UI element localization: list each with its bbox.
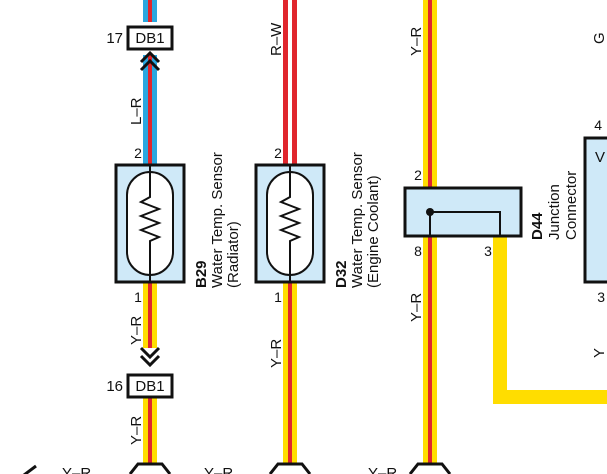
pin-number: 2: [274, 145, 282, 161]
connector-label: DB1: [135, 378, 164, 395]
connector-db1-top: DB1 17: [106, 25, 174, 72]
wire-d44: [423, 0, 607, 474]
wire-label: Y–R: [204, 465, 233, 474]
wire-label: Y–R: [128, 316, 145, 345]
connector-pin: 16: [106, 378, 123, 395]
pin-number: 3: [484, 243, 492, 259]
pin-number: 4: [594, 117, 602, 133]
pin-number: 3: [597, 289, 605, 305]
component-name: Connector: [563, 171, 580, 240]
pin-number: 1: [274, 289, 282, 305]
pin-number: 2: [134, 145, 142, 161]
wire-label: Y–R: [408, 293, 425, 322]
wire-label: Y–R: [408, 27, 425, 56]
pin-number: 1: [134, 289, 142, 305]
pin-number: 2: [414, 167, 422, 183]
right-edge-component: G 4 V 3 Y: [583, 32, 607, 358]
component-name: (Radiator): [225, 221, 242, 288]
wire-label: Y–R: [268, 339, 285, 368]
connector-label: DB1: [135, 30, 164, 47]
connector-db1-bottom: DB1 16: [106, 346, 174, 399]
component-code: B29: [193, 260, 210, 288]
wire-d32: [283, 0, 297, 474]
connector-pin: 17: [106, 30, 123, 47]
component-code: D44: [529, 212, 546, 240]
component-name: Junction: [546, 184, 563, 240]
wire-label: Y–R: [128, 416, 145, 445]
pin-number: 8: [414, 243, 422, 259]
wire-label: Y–R: [368, 465, 397, 474]
component-name: Water Temp. Sensor: [349, 152, 366, 288]
edge-label: Y: [591, 348, 607, 358]
wire-label: L–R: [128, 97, 145, 125]
sensor-b29: 2 1 B29 Water Temp. Sensor (Radiator): [114, 145, 242, 305]
component-code: D32: [333, 260, 350, 288]
sensor-d32: 2 1 D32 Water Temp. Sensor (Engine Coola…: [254, 145, 382, 305]
junction-connector-d44: 2 8 3 D44 Junction Connector: [403, 167, 580, 259]
edge-label: V: [595, 149, 605, 166]
component-name: Water Temp. Sensor: [209, 152, 226, 288]
wire-b29: [143, 0, 157, 474]
bottom-connector-stubs: [128, 462, 452, 474]
edge-label: G: [591, 32, 607, 44]
wire-label: Y–R: [62, 465, 91, 474]
component-name: (Engine Coolant): [365, 175, 382, 288]
wire-label: R–W: [268, 22, 285, 56]
